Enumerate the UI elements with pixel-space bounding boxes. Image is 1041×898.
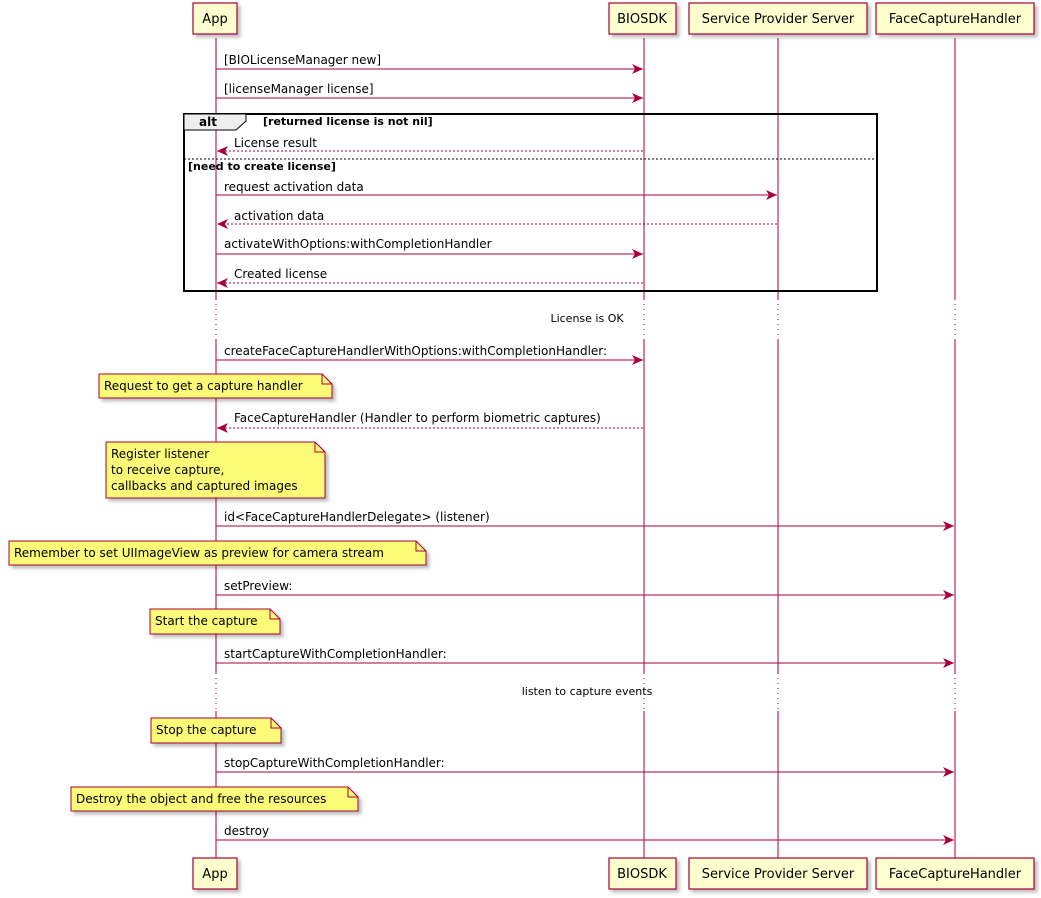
delay-license-ok: License is OK: [550, 312, 624, 325]
participant-biosdk-top: BIOSDK: [608, 2, 677, 35]
message-label: Created license: [234, 267, 327, 281]
participant-label: App: [202, 867, 227, 882]
lifelines: [150, 38, 1010, 858]
alt-fragment: alt [returned license is not nil] [need …: [183, 113, 878, 292]
participant-label: BIOSDK: [617, 12, 667, 27]
note-start-capture: Start the capture: [149, 608, 281, 635]
note-stop-capture: Stop the capture: [150, 717, 282, 744]
participant-label: FaceCaptureHandler: [889, 867, 1022, 882]
participant-sps-bottom: Service Provider Server: [688, 857, 868, 890]
note-text: Register listener: [111, 447, 209, 461]
note-request-capture-handler: Request to get a capture handler: [98, 373, 333, 399]
message-destroy: destroy: [216, 824, 954, 845]
message-face-capture-handler-returned: FaceCaptureHandler (Handler to perform b…: [217, 411, 643, 433]
note-text: Start the capture: [155, 614, 258, 628]
message-license-result: License result: [217, 136, 643, 156]
message-label: License result: [234, 136, 317, 150]
participant-app-top: App: [192, 2, 238, 35]
note-destroy-object: Destroy the object and free the resource…: [70, 786, 359, 812]
message-request-activation-data: request activation data: [216, 180, 777, 200]
participant-fch-bottom: FaceCaptureHandler: [875, 857, 1035, 890]
message-label: FaceCaptureHandler (Handler to perform b…: [234, 411, 601, 425]
participant-fch-top: FaceCaptureHandler: [875, 2, 1035, 35]
message-label: destroy: [224, 824, 269, 838]
message-label: id<FaceCaptureHandlerDelegate> (listener…: [224, 510, 490, 524]
message-label: [BIOLicenseManager new]: [224, 53, 381, 67]
note-text: callbacks and captured images: [111, 479, 298, 493]
message-set-preview: setPreview:: [216, 579, 954, 600]
message-label: startCaptureWithCompletionHandler:: [224, 647, 447, 661]
message-label: [licenseManager license]: [224, 82, 374, 96]
message-start-capture: startCaptureWithCompletionHandler:: [216, 647, 954, 668]
note-text: Request to get a capture handler: [104, 379, 303, 393]
note-set-preview-reminder: Remember to set UIImageView as preview f…: [8, 540, 427, 566]
delay-listen-capture-events: listen to capture events: [522, 685, 653, 698]
note-register-listener: Register listener to receive capture, ca…: [105, 441, 326, 499]
message-label: stopCaptureWithCompletionHandler:: [224, 756, 445, 770]
note-text: to receive capture,: [111, 463, 224, 477]
message-delegate-listener: id<FaceCaptureHandlerDelegate> (listener…: [216, 510, 954, 531]
message-activate-with-options: activateWithOptions:withCompletionHandle…: [216, 237, 643, 259]
participant-label: App: [202, 12, 227, 27]
participant-label: FaceCaptureHandler: [889, 12, 1022, 27]
note-text: Remember to set UIImageView as preview f…: [14, 546, 384, 560]
alt-keyword: alt: [199, 115, 217, 129]
alt-guard-1: [returned license is not nil]: [263, 115, 433, 128]
participant-sps-top: Service Provider Server: [688, 2, 868, 35]
participant-label: Service Provider Server: [702, 12, 855, 27]
message-label: setPreview:: [224, 579, 292, 593]
participant-app-bottom: App: [192, 857, 238, 890]
note-text: Stop the capture: [156, 723, 257, 737]
message-licensemanager-license: [licenseManager license]: [216, 82, 643, 103]
message-label: activateWithOptions:withCompletionHandle…: [224, 237, 492, 251]
message-created-license: Created license: [217, 267, 643, 288]
message-label: request activation data: [224, 180, 364, 194]
message-activation-data: activation data: [217, 209, 777, 229]
alt-guard-2: [need to create license]: [188, 160, 336, 173]
message-stop-capture: stopCaptureWithCompletionHandler:: [216, 756, 954, 777]
message-biolicensemanager-new: [BIOLicenseManager new]: [216, 53, 643, 74]
participant-label: BIOSDK: [617, 867, 667, 882]
message-create-face-capture-handler: createFaceCaptureHandlerWithOptions:with…: [216, 344, 643, 365]
note-text: Destroy the object and free the resource…: [76, 792, 326, 806]
participant-biosdk-bottom: BIOSDK: [608, 857, 677, 890]
message-label: activation data: [234, 209, 324, 223]
participant-label: Service Provider Server: [702, 867, 855, 882]
message-label: createFaceCaptureHandlerWithOptions:with…: [224, 344, 607, 358]
